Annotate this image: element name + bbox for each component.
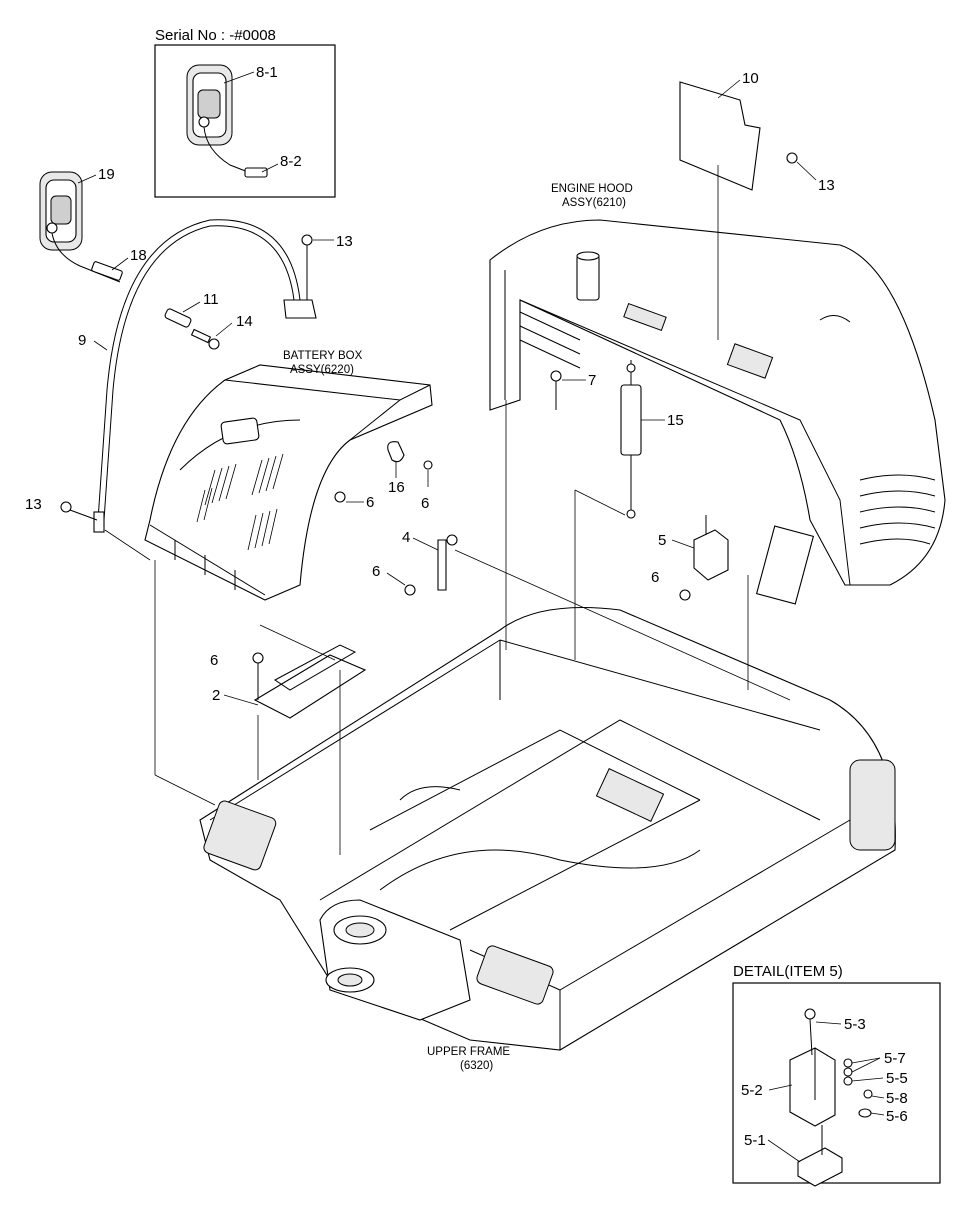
plate-2-icon (252, 644, 367, 719)
callout-16: 16 (388, 479, 405, 496)
detail-label-5-8: 5-8 (886, 1090, 908, 1107)
callout-13-top: 13 (336, 233, 353, 250)
detail-label-5-7: 5-7 (884, 1050, 906, 1067)
callout-10: 10 (742, 70, 759, 87)
mirror-19-icon (39, 171, 123, 283)
label-8-2: 8-2 (280, 153, 302, 170)
callout-13-left: 13 (25, 496, 42, 513)
upper-frame-assembly (199, 606, 896, 1051)
callout-15: 15 (667, 412, 684, 429)
engine-hood-assembly (489, 219, 946, 605)
mirror-8-1-icon (186, 64, 268, 178)
callout-18: 18 (130, 247, 147, 264)
bolt-13-lower-icon (60, 501, 98, 521)
detail-item-5-box: DETAIL(ITEM 5) 5-3 5-7 5-5 (732, 963, 941, 1187)
upper-frame-label-line1: UPPER FRAME (427, 1046, 510, 1058)
callout-4: 4 (402, 529, 410, 546)
serial-detail-box: Serial No : -#0008 8-1 8-2 (154, 27, 336, 198)
callout-2: 2 (212, 687, 220, 704)
callout-6-right: 6 (651, 569, 659, 586)
detail-label-5-5: 5-5 (886, 1070, 908, 1087)
bracket-4-icon (404, 534, 458, 596)
bolt-14-icon (190, 328, 220, 350)
engine-hood-label-line2: ASSY(6210) (562, 197, 626, 209)
bracket-5-icon (679, 515, 729, 601)
clip-16-icon (387, 441, 433, 470)
callout-11: 11 (203, 291, 219, 308)
callout-6-plate: 6 (210, 652, 218, 669)
callout-13-cover: 13 (818, 177, 835, 194)
callout-6-battery: 6 (366, 494, 374, 511)
label-8-1: 8-1 (256, 64, 278, 81)
callout-19: 19 (98, 166, 115, 183)
battery-box-label-line1: BATTERY BOX (283, 350, 363, 362)
bolt-6-battery-icon (334, 491, 346, 503)
detail-label-5-2: 5-2 (741, 1082, 763, 1099)
detail-bracket-icon (789, 1008, 873, 1187)
cover-10-icon (679, 81, 798, 191)
detail-label-5-3: 5-3 (844, 1016, 866, 1033)
bolt-7-icon (550, 370, 562, 382)
assembly-leader-lines (104, 400, 791, 855)
detail-label-5-6: 5-6 (886, 1108, 908, 1125)
pin-11-icon (164, 308, 192, 328)
battery-box-label-line2: ASSY(6220) (290, 364, 354, 376)
callout-5: 5 (658, 532, 666, 549)
callout-6-clip: 6 (421, 495, 429, 512)
gas-spring-15-icon (620, 360, 642, 519)
callout-6-left: 6 (372, 563, 380, 580)
callout-14: 14 (236, 313, 253, 330)
mirror-stay-9-icon (93, 219, 317, 533)
detail-box-title: DETAIL(ITEM 5) (733, 963, 843, 980)
callout-9: 9 (78, 332, 86, 349)
upper-frame-label-line2: (6320) (460, 1060, 493, 1072)
serial-box-title: Serial No : -#0008 (155, 27, 276, 44)
engine-hood-label-line1: ENGINE HOOD (551, 183, 633, 195)
bolt-13-upper-icon (301, 234, 313, 300)
callout-7: 7 (588, 372, 596, 389)
battery-box-assembly (144, 364, 433, 601)
detail-label-5-1: 5-1 (744, 1132, 766, 1149)
